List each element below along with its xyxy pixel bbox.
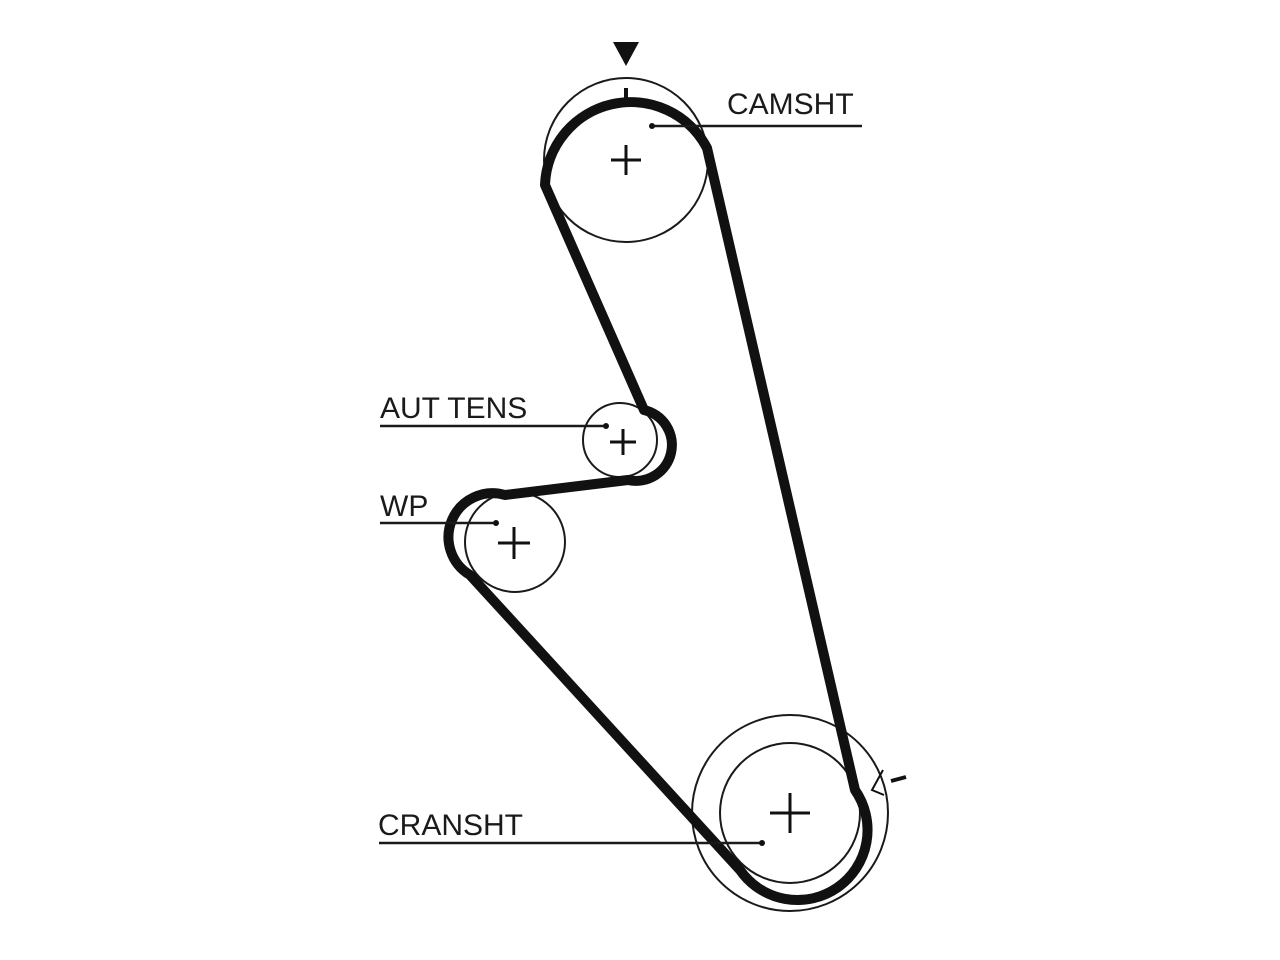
crankshaft-leader-dot <box>759 840 765 846</box>
camshaft-label: CAMSHT <box>727 88 854 121</box>
timing-belt <box>443 97 873 906</box>
crankshaft-center-mark <box>770 793 810 833</box>
tensioner-label: AUT TENS <box>380 392 527 425</box>
water-pump-label: WP <box>380 490 428 523</box>
crankshaft-label: CRANSHT <box>378 809 523 842</box>
crankshaft-pulley <box>719 742 861 884</box>
crankshaft-timing-mark <box>890 775 907 783</box>
tensioner-center-mark <box>610 429 636 455</box>
camshaft-center-mark <box>611 145 641 175</box>
camshaft-leader-dot <box>649 123 655 129</box>
water-pump-center-mark <box>498 527 530 559</box>
water-pump-leader-dot <box>493 520 499 526</box>
tensioner-leader-dot <box>603 423 609 429</box>
crankshaft-notch <box>870 769 885 796</box>
camshaft-timing-arrow-icon <box>613 42 639 66</box>
